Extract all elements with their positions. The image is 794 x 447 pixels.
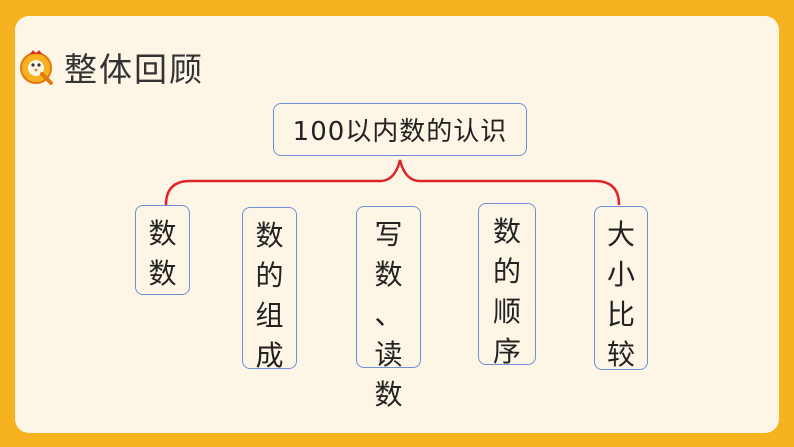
node-char: 数 xyxy=(148,257,177,290)
node-char: 数 xyxy=(492,215,521,248)
node-char: 数 xyxy=(374,258,403,291)
node-char: 成 xyxy=(255,339,284,372)
node-char: 数 xyxy=(148,217,177,250)
node-char: 数 xyxy=(255,219,284,252)
section-header: 整体回顾 xyxy=(18,45,204,89)
node-char: 的 xyxy=(492,255,521,288)
node-char: 组 xyxy=(255,299,284,332)
child-node-compare: 大 小 比 较 xyxy=(594,206,648,371)
node-char: 读 xyxy=(374,338,403,371)
node-char: 、 xyxy=(374,298,403,331)
chick-q-logo-icon xyxy=(18,48,56,86)
child-node-composition: 数 的 组 成 xyxy=(242,207,297,372)
node-char: 写 xyxy=(374,218,403,251)
root-node: 100以内数的认识 xyxy=(273,103,527,156)
node-char: 比 xyxy=(606,298,635,331)
node-char: 序 xyxy=(492,335,521,368)
child-node-write-read: 写 数 、 读 数 xyxy=(356,206,421,411)
node-char: 顺 xyxy=(492,295,521,328)
child-node-counting: 数 数 xyxy=(135,205,190,295)
page-title: 整体回顾 xyxy=(64,50,204,89)
node-char: 大 xyxy=(606,218,635,251)
node-char: 小 xyxy=(606,258,635,291)
node-char: 较 xyxy=(606,338,635,371)
node-char: 的 xyxy=(255,259,284,292)
child-node-order: 数 的 顺 序 xyxy=(478,203,536,368)
node-char: 数 xyxy=(374,378,403,411)
